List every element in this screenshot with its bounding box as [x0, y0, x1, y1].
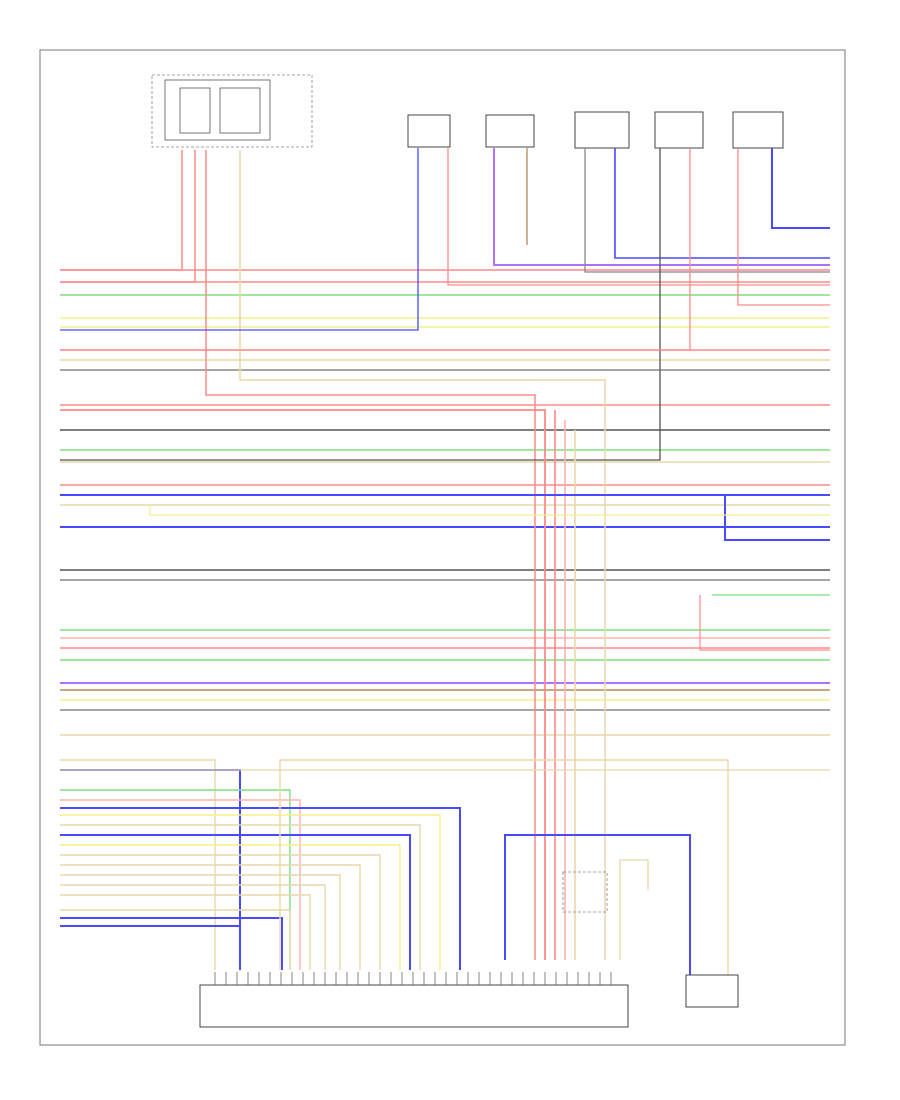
fan-wire-16 — [60, 917, 283, 970]
fan-wire-9 — [60, 844, 401, 970]
fan-wire-8 — [60, 834, 411, 970]
c3-wire-b — [614, 148, 830, 259]
top-components — [407, 111, 784, 149]
c4-wire-a — [60, 148, 661, 461]
c1-wire-b — [447, 148, 830, 286]
yellow-jog — [149, 505, 830, 516]
component-c1 — [407, 114, 451, 148]
fan-wire-4 — [60, 799, 301, 970]
fan-wire-7 — [60, 824, 421, 970]
right-module-link — [619, 859, 649, 960]
fuse-wire-3 — [205, 150, 536, 960]
fan-wire-3 — [60, 789, 291, 970]
fan-wire-6 — [60, 814, 441, 970]
small-relay — [562, 871, 608, 913]
fan-wire-14 — [60, 894, 311, 970]
blue-jog — [60, 494, 830, 541]
fan-wire-13 — [60, 884, 326, 970]
c2-wire-a — [493, 148, 830, 266]
main-control-module — [199, 984, 629, 1028]
right-module-tan — [279, 759, 729, 975]
red-jog — [699, 595, 830, 651]
c3-wire-a — [584, 148, 830, 273]
fan-wire-15 — [60, 909, 291, 970]
component-c5 — [732, 111, 784, 149]
c5-wire-a — [737, 148, 830, 306]
component-c3 — [574, 111, 630, 149]
fan-wire-5 — [60, 807, 461, 970]
wire-harness — [60, 148, 830, 975]
fan-wire-17 — [60, 925, 241, 970]
red-trunk-1 — [60, 409, 546, 960]
right-module — [685, 974, 739, 1008]
fan-wire-11 — [60, 864, 361, 970]
right-module-blue — [504, 834, 691, 975]
fuse-wire-4 — [239, 150, 606, 960]
c4-wire-b — [60, 148, 691, 351]
fuse-wire-1 — [60, 150, 183, 271]
fuse-box — [151, 74, 313, 148]
c5-wire-b — [771, 148, 830, 229]
component-c4 — [654, 111, 704, 149]
component-c2 — [485, 114, 535, 148]
c1-wire-a — [60, 148, 419, 331]
fan-wire-12 — [60, 874, 341, 970]
fan-wire-10 — [60, 854, 381, 970]
diagram-border — [39, 49, 846, 1046]
fuse-wire-2 — [60, 150, 196, 283]
fan-wire-1 — [60, 759, 216, 970]
module-pin-markers — [214, 972, 612, 985]
